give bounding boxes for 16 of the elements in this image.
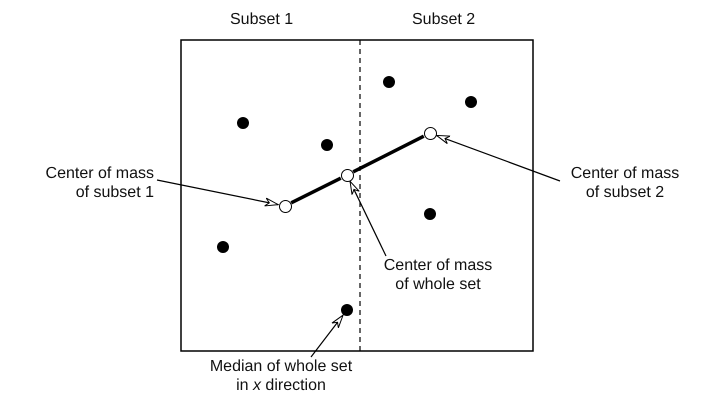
data-point <box>341 304 353 316</box>
callout-label: Center of mass of whole set <box>378 256 498 294</box>
callout-label: Median of whole set in x direction <box>202 357 360 395</box>
callout-label: Center of mass of subset 2 <box>565 164 685 202</box>
callout-label: Center of mass of subset 1 <box>34 164 154 202</box>
hollow-circle-marker <box>424 126 436 140</box>
leader-arrow <box>156 179 279 206</box>
hollow-circle-marker <box>340 168 354 182</box>
hollow-circle-marker <box>278 200 292 212</box>
leader-arrow <box>350 180 387 256</box>
connecting-line <box>352 134 425 174</box>
column-heading: Subset 2 <box>412 10 476 29</box>
connecting-line <box>290 176 342 204</box>
leader-arrow <box>436 134 560 182</box>
column-heading: Subset 1 <box>230 10 294 29</box>
leader-arrow <box>310 314 344 358</box>
